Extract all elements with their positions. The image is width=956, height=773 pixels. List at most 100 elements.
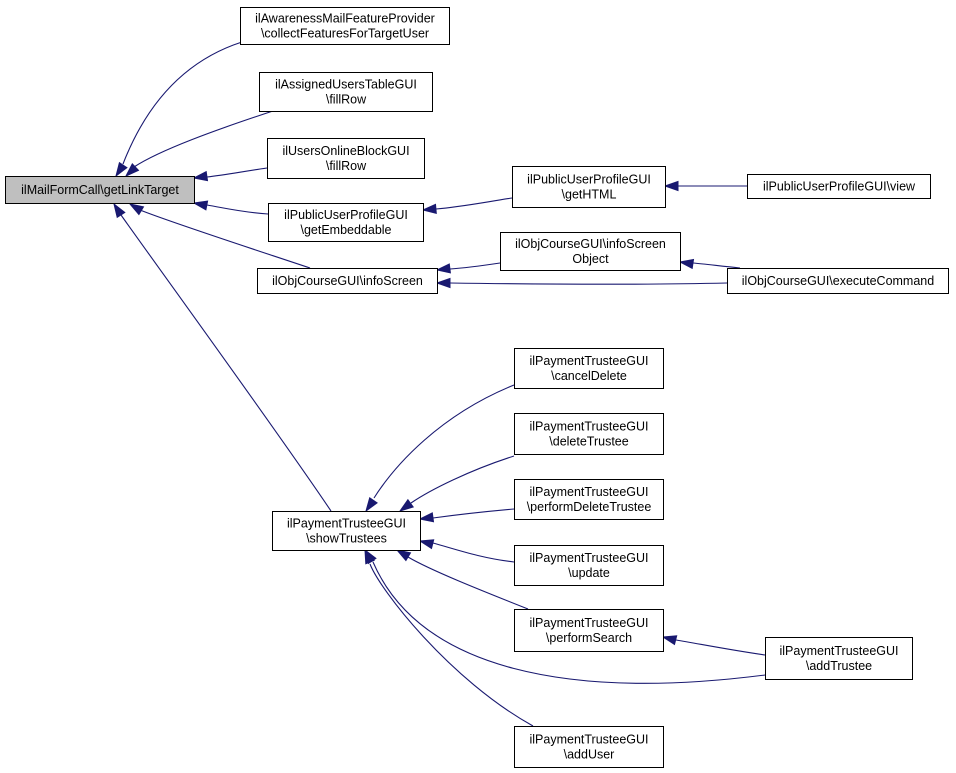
function-node[interactable]: ilPaymentTrusteeGUI\deleteTrustee — [514, 413, 664, 455]
node-label-line: ilObjCourseGUI\infoScreen — [515, 237, 666, 251]
arrowhead — [678, 258, 695, 270]
node-label-line: \fillRow — [326, 93, 367, 107]
edge-line — [432, 542, 515, 563]
node-label-line: ilAssignedUsersTableGUI — [275, 78, 417, 92]
edge-line — [120, 214, 332, 512]
node-label-line: ilPaymentTrusteeGUI — [529, 616, 648, 630]
function-node[interactable]: ilPaymentTrusteeGUI\showTrustees — [272, 511, 421, 551]
edge-n13-to-n6 — [418, 508, 515, 523]
node-label-line: ilPaymentTrusteeGUI — [529, 733, 648, 747]
edge-n11-to-n6 — [365, 384, 515, 513]
node-box — [514, 479, 664, 520]
node-label-line: ilObjCourseGUI\infoScreen — [272, 274, 423, 288]
arrowhead — [418, 539, 435, 550]
node-label-line: ilPaymentTrusteeGUI — [287, 517, 406, 531]
node-box — [514, 726, 664, 768]
edge-line — [410, 455, 515, 504]
arrowhead — [192, 200, 209, 211]
node-label-line: \getEmbeddable — [300, 223, 391, 237]
node-box — [514, 348, 664, 389]
arrowhead — [365, 496, 378, 513]
function-node[interactable]: ilObjCourseGUI\infoScreen — [257, 268, 438, 294]
function-node[interactable]: ilAwarenessMailFeatureProvider\collectFe… — [240, 7, 450, 45]
edge-n2-to-root — [124, 109, 277, 178]
node-label-line: \getHTML — [562, 188, 617, 202]
edge-n14-to-n6 — [418, 539, 515, 563]
arrowhead — [192, 170, 209, 182]
function-node[interactable]: ilUsersOnlineBlockGUI\fillRow — [267, 138, 425, 179]
function-node[interactable]: ilPaymentTrusteeGUI\addUser — [514, 726, 664, 768]
edge-line — [133, 109, 277, 168]
node-box — [727, 268, 949, 294]
edge-n16-to-n15 — [661, 635, 766, 656]
arrowhead — [435, 263, 451, 274]
node-box — [259, 72, 433, 112]
edge-line — [206, 167, 268, 178]
node-label-line: Object — [572, 252, 609, 266]
node-label-line: ilPublicUserProfileGUI — [527, 173, 651, 187]
node-box — [514, 609, 664, 652]
function-node[interactable]: ilPaymentTrusteeGUI\addTrustee — [765, 637, 913, 680]
node-box — [747, 174, 931, 199]
arrowhead — [421, 203, 437, 214]
node-label-line: \cancelDelete — [551, 369, 627, 383]
node-label-line: ilPaymentTrusteeGUI — [529, 551, 648, 565]
edge-n7-to-n4 — [421, 197, 513, 214]
edge-n12-to-n6 — [398, 455, 515, 512]
node-label-line: ilPublicUserProfileGUI\view — [763, 180, 916, 194]
node-box — [268, 203, 424, 242]
node-box — [257, 268, 438, 294]
edge-n15-to-n6 — [395, 549, 529, 610]
edge-line — [675, 639, 766, 656]
root-node[interactable]: ilMailFormCall\getLinkTarget — [5, 176, 195, 204]
function-node[interactable]: ilPublicUserProfileGUI\getHTML — [512, 166, 666, 208]
node-box — [240, 7, 450, 45]
arrowhead — [395, 549, 412, 562]
node-label-line: ilUsersOnlineBlockGUI — [282, 144, 409, 158]
edge-n4-to-root — [192, 200, 269, 215]
node-label-line: \collectFeaturesForTargetUser — [261, 27, 429, 41]
edge-n8-to-n7 — [663, 180, 747, 192]
arrowhead — [113, 202, 126, 219]
node-label-line: ilMailFormCall\getLinkTarget — [21, 183, 179, 197]
node-label-line: ilPaymentTrusteeGUI — [529, 420, 648, 434]
node-label-line: ilPublicUserProfileGUI — [284, 208, 408, 222]
node-box — [5, 176, 195, 204]
edge-line — [692, 262, 741, 269]
function-node[interactable]: ilPaymentTrusteeGUI\cancelDelete — [514, 348, 664, 389]
arrowhead — [128, 203, 145, 216]
edge-n1-to-root — [115, 41, 243, 178]
nodes-layer: ilMailFormCall\getLinkTarget ilAwarenessM… — [5, 7, 949, 768]
edge-line — [139, 209, 311, 269]
edge-line — [373, 384, 515, 499]
arrowhead — [115, 161, 128, 178]
node-box — [272, 511, 421, 551]
arrowhead — [663, 180, 679, 192]
function-node[interactable]: ilPaymentTrusteeGUI\performDeleteTrustee — [514, 479, 664, 520]
function-node[interactable]: ilObjCourseGUI\executeCommand — [727, 268, 949, 294]
node-label-line: \showTrustees — [306, 532, 387, 546]
node-label-line: \fillRow — [326, 159, 367, 173]
node-box — [512, 166, 666, 208]
function-node[interactable]: ilAssignedUsersTableGUI\fillRow — [259, 72, 433, 112]
arrowhead — [124, 162, 140, 178]
edge-line — [449, 282, 728, 285]
function-node[interactable]: ilPublicUserProfileGUI\view — [747, 174, 931, 199]
edge-n10-to-n5 — [435, 277, 728, 289]
function-node[interactable]: ilPublicUserProfileGUI\getEmbeddable — [268, 203, 424, 242]
edge-n3-to-root — [192, 167, 268, 182]
function-node[interactable]: ilPaymentTrusteeGUI\update — [514, 545, 664, 586]
node-box — [267, 138, 425, 179]
node-box — [514, 413, 664, 455]
node-label-line: ilAwarenessMailFeatureProvider — [255, 12, 435, 26]
edges-layer — [113, 41, 766, 727]
edge-line — [432, 508, 515, 519]
edge-n17-to-n6 — [364, 548, 534, 727]
node-box — [500, 232, 681, 271]
node-label-line: ilObjCourseGUI\executeCommand — [742, 274, 934, 288]
edge-n5-to-root — [128, 203, 311, 269]
arrowhead — [398, 498, 415, 512]
function-node[interactable]: ilPaymentTrusteeGUI\performSearch — [514, 609, 664, 652]
